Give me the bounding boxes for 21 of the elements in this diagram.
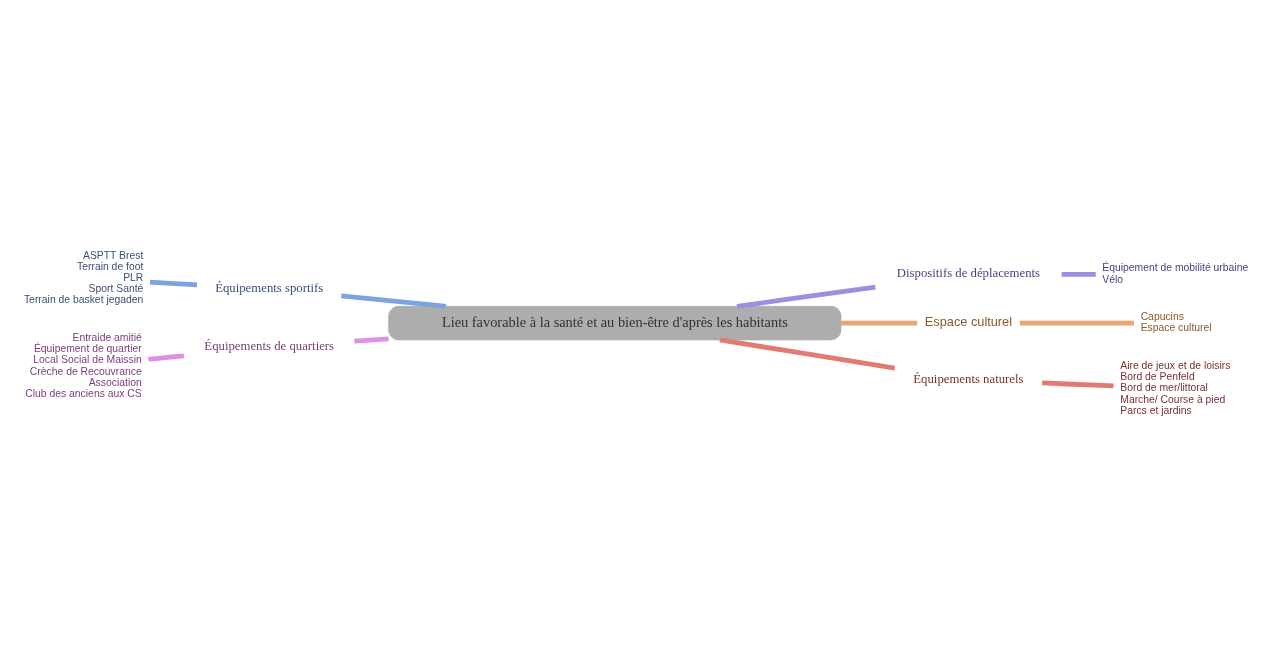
node-text: Capucins Espace culturel xyxy=(1140,310,1212,333)
node-text: Équipement de mobilité urbaine Vélo xyxy=(1102,261,1249,285)
connector xyxy=(719,337,896,370)
node-text: Aire de jeux et de loisirs Bord de Penfeld Bord de mer/littoral Marche/ Course à pied Parcs et jardins xyxy=(1120,359,1231,416)
connector xyxy=(736,284,876,309)
connector xyxy=(841,320,918,325)
connector xyxy=(354,335,389,344)
node-text: Entraide amitié Équipement de quartier Local Social de Maissin Crèche de Recouvrance Association Club des anciens aux CS xyxy=(25,331,142,399)
node-text: Équipements naturels xyxy=(913,371,1024,386)
connector xyxy=(1019,320,1134,325)
node-text: Équipements de quartiers xyxy=(204,338,335,353)
node-text: Espace culturel xyxy=(924,313,1013,329)
connector xyxy=(341,293,447,309)
connector xyxy=(149,279,198,287)
node-text: Dispositifs de déplacements xyxy=(896,265,1041,280)
connector xyxy=(148,352,185,362)
connector xyxy=(1061,271,1096,277)
connector xyxy=(1042,380,1114,388)
node-text: ASPTT Brest Terrain de foot PLR Sport Santé Terrain de basket jegaden xyxy=(23,249,144,305)
node-text: Équipements sportifs xyxy=(215,280,324,295)
node-box: Lieu favorable à la santé et au bien-être d'après les habitants xyxy=(388,305,842,340)
